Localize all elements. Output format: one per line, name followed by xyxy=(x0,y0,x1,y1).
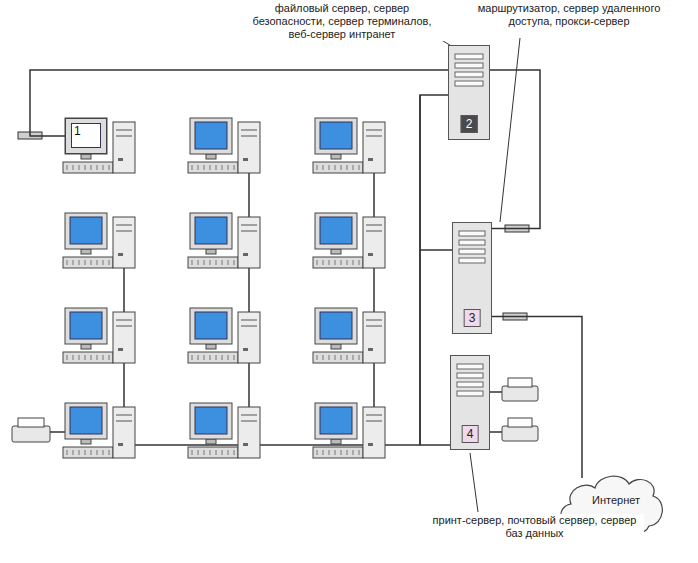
server-tower: 2 xyxy=(448,45,490,140)
server-tower: 4 xyxy=(450,355,490,450)
callout-text: файловый сервер, сервер безопасности, се… xyxy=(240,2,444,41)
callout-text: маршрутизатор, сервер удаленного доступа… xyxy=(462,2,676,28)
cloud-label: Интернет xyxy=(555,493,677,507)
callout-text: принт-сервер, почтовый сервер, сервер ба… xyxy=(425,514,644,540)
leader-line xyxy=(430,33,520,512)
workstations xyxy=(63,118,385,458)
callout-number: 4 xyxy=(462,425,479,443)
callout-number: 3 xyxy=(464,309,481,327)
network-cable xyxy=(492,317,582,479)
callout-number: 2 xyxy=(461,115,478,133)
server-tower: 3 xyxy=(452,222,492,334)
callout-number: 1 xyxy=(71,123,101,148)
network-cable xyxy=(420,95,450,445)
network-cable xyxy=(50,95,502,445)
workstation-monitor: 1 xyxy=(65,118,107,154)
